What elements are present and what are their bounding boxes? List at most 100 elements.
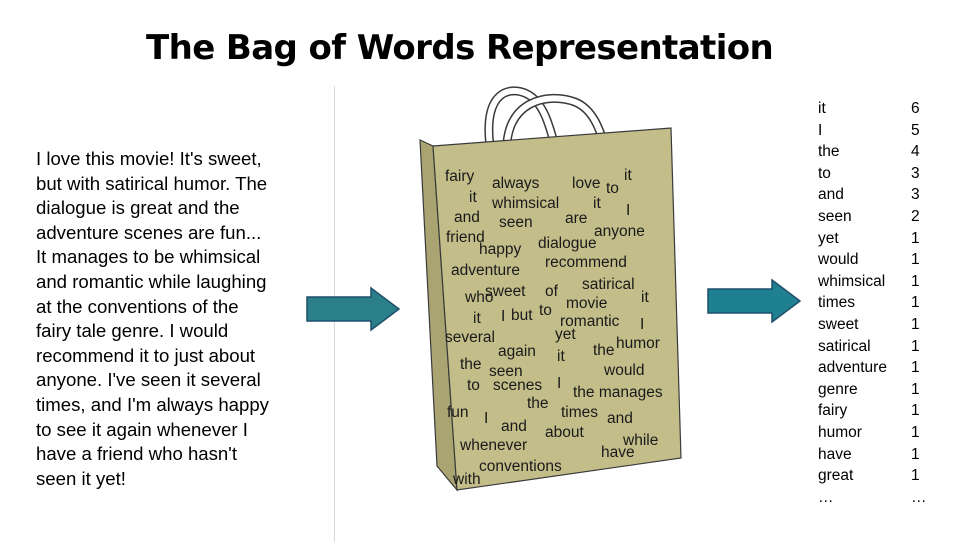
arrow-right-shape bbox=[707, 278, 802, 324]
bag-word: it bbox=[641, 289, 649, 306]
bag-handles bbox=[484, 86, 612, 157]
count-value: 4 bbox=[911, 143, 920, 161]
bag-word: who bbox=[464, 289, 493, 306]
bag-word: seen bbox=[489, 363, 523, 380]
count-row: times 1 bbox=[818, 292, 938, 314]
bag-word: to bbox=[539, 302, 552, 319]
bag-word: times bbox=[561, 404, 598, 421]
arrow-left-shape bbox=[306, 286, 401, 332]
count-row: and 3 bbox=[818, 184, 938, 206]
count-value: 3 bbox=[911, 186, 920, 204]
bag-word: while bbox=[622, 432, 658, 449]
bag-word: I bbox=[640, 316, 644, 333]
count-value: 1 bbox=[911, 467, 920, 485]
count-word: sweet bbox=[818, 315, 859, 333]
review-line: fairy tale genre. I would bbox=[36, 320, 229, 342]
arrow-left bbox=[306, 286, 401, 332]
review-line: at the conventions of the bbox=[36, 295, 239, 317]
count-row: sweet 1 bbox=[818, 314, 938, 336]
bag-word: the manages bbox=[573, 384, 663, 401]
count-value: 1 bbox=[911, 294, 920, 312]
bag-word: friend bbox=[446, 229, 485, 246]
count-word: times bbox=[818, 294, 856, 312]
count-word: it bbox=[818, 100, 826, 117]
bag-word: sweet bbox=[485, 283, 526, 300]
count-value: 6 bbox=[911, 100, 920, 117]
count-word: I bbox=[818, 121, 823, 139]
bag-word: it bbox=[473, 310, 481, 327]
count-word: and bbox=[818, 186, 844, 204]
count-word: great bbox=[818, 467, 854, 485]
count-value: 1 bbox=[911, 272, 920, 290]
review-line: I love this movie! It's sweet, bbox=[36, 148, 262, 169]
bag-word: anyone bbox=[594, 223, 645, 240]
count-value: 1 bbox=[911, 402, 920, 420]
bag-front-panel bbox=[432, 127, 682, 491]
bag-word: yet bbox=[555, 326, 576, 343]
bag-word: the bbox=[460, 356, 482, 373]
bag-word: humor bbox=[616, 335, 660, 352]
bag-word: love bbox=[572, 175, 600, 192]
bag-word: are bbox=[565, 210, 587, 227]
bag-word: about bbox=[545, 424, 584, 441]
bag-word: several bbox=[445, 329, 495, 346]
bag-word: with bbox=[452, 471, 481, 488]
bag-word: it bbox=[593, 195, 601, 212]
review-line: anyone. I've seen it several bbox=[36, 369, 261, 391]
count-word: satirical bbox=[818, 337, 871, 355]
bag-word: it bbox=[624, 167, 632, 184]
bag-word: I bbox=[501, 308, 505, 325]
bag-word: always bbox=[492, 175, 540, 192]
review-line: adventure scenes are fun... bbox=[36, 221, 262, 243]
review-line: and romantic while laughing bbox=[36, 270, 267, 292]
count-word: yet bbox=[818, 229, 839, 247]
count-word: humor bbox=[818, 423, 862, 441]
count-row: great 1 bbox=[818, 465, 938, 487]
bag-word: movie bbox=[566, 295, 607, 312]
bag-word: romantic bbox=[560, 313, 620, 330]
bag-word: of bbox=[545, 283, 559, 300]
bag-word: I bbox=[484, 410, 488, 427]
count-row: to 3 bbox=[818, 163, 938, 185]
bag-word: it bbox=[469, 189, 477, 206]
count-word: genre bbox=[818, 380, 858, 398]
count-value: 5 bbox=[911, 121, 920, 139]
bag-word: dialogue bbox=[538, 235, 597, 252]
bag-word: to bbox=[467, 377, 480, 394]
bag-word: scenes bbox=[493, 377, 542, 394]
bag-word: satirical bbox=[582, 276, 635, 293]
bag-word: fun bbox=[447, 404, 469, 421]
bag-word: happy bbox=[479, 241, 521, 258]
slide-title: The Bag of Words Representation bbox=[146, 28, 774, 68]
count-value: 1 bbox=[911, 315, 920, 333]
review-line: seen it yet! bbox=[36, 467, 126, 489]
count-value: 1 bbox=[911, 337, 920, 355]
review-line: recommend it to just about bbox=[36, 344, 256, 366]
count-word: would bbox=[818, 251, 859, 269]
count-value: 1 bbox=[911, 445, 920, 463]
bag-word: and bbox=[607, 410, 633, 427]
review-line: have a friend who hasn't bbox=[36, 443, 237, 465]
bag-word: it bbox=[557, 348, 565, 365]
count-word: to bbox=[818, 164, 831, 182]
bag-word: the bbox=[593, 342, 615, 359]
review-line: to see it again whenever I bbox=[36, 418, 248, 440]
bag-word: seen bbox=[499, 214, 533, 231]
bag-word: adventure bbox=[451, 262, 520, 279]
review-line: times, and I'm always happy bbox=[36, 393, 269, 415]
arrow-right bbox=[707, 278, 802, 324]
count-value: 1 bbox=[911, 423, 920, 441]
bag-word: I bbox=[626, 202, 630, 219]
bag-word: whenever bbox=[459, 437, 527, 454]
count-word: seen bbox=[818, 207, 852, 225]
count-value: 3 bbox=[911, 164, 920, 182]
